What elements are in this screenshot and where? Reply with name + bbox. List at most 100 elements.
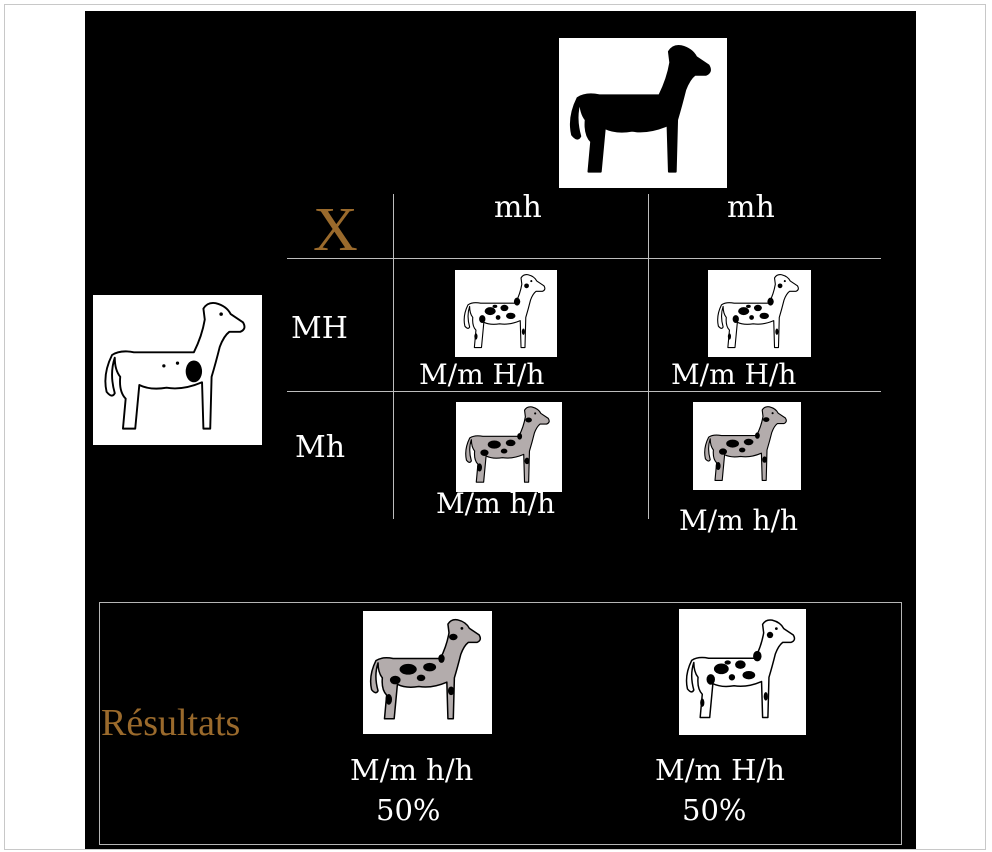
dog-patch [762, 456, 767, 463]
dog-patch [732, 315, 739, 323]
dog-patch [749, 315, 754, 320]
cell-3-card [456, 402, 562, 492]
dog-patch [506, 312, 516, 320]
result-2-card [679, 609, 806, 735]
dog-patch [480, 449, 489, 456]
dog-body [569, 45, 711, 173]
dog-patch [763, 692, 768, 701]
cell-2-card [708, 270, 811, 357]
harlequin-dog-icon [685, 619, 796, 719]
result-2-percent: 50% [682, 793, 747, 827]
dog-patch [753, 650, 762, 662]
dog-patch [525, 417, 532, 423]
grid-line-vertical-2 [648, 194, 649, 519]
result-1-percent: 50% [376, 793, 441, 827]
cross-symbol: X [313, 196, 358, 264]
dog-patch [524, 283, 529, 289]
dog-patch [438, 654, 445, 663]
dog-patch [724, 660, 731, 665]
dog-eye [460, 627, 464, 630]
dog-patch [492, 304, 498, 308]
dog-patch [449, 633, 458, 641]
dog-patch [513, 297, 521, 306]
harlequin-dog-icon [104, 302, 246, 430]
dog-patch [385, 694, 393, 705]
dog-patch [715, 462, 721, 470]
dog-patch [746, 304, 751, 308]
dog-patch [753, 304, 762, 312]
dog-patch [495, 315, 501, 320]
results-box [99, 602, 902, 845]
merle-dog-icon [369, 618, 482, 720]
dog-patch [777, 283, 783, 289]
column-header-2: mh [727, 190, 775, 225]
cell-2-genotype: M/m H/h [671, 358, 797, 391]
dog-eye [534, 412, 537, 415]
row-header-2: Mh [295, 430, 346, 465]
dog-patch [735, 660, 746, 669]
dog-patch [742, 670, 756, 680]
dog-patch [767, 297, 774, 306]
dog-patch [487, 440, 501, 449]
dog-patch [524, 457, 530, 465]
dog-patch [500, 448, 508, 454]
harlequin-dog-icon [463, 274, 546, 349]
dog-patch [743, 438, 754, 446]
cell-4-genotype: M/m h/h [679, 504, 799, 537]
cell-1-genotype: M/m H/h [419, 358, 545, 391]
cell-1-card [455, 270, 557, 357]
dog-patch [416, 674, 426, 682]
dog-patch [474, 333, 478, 340]
dog-patch [766, 631, 774, 639]
dog-eye [783, 280, 786, 283]
results-label: Résultats [101, 702, 241, 744]
result-2-genotype: M/m H/h [655, 753, 785, 787]
punnett-slide: X mh mh MH Mh M/m H/h M/m H/h M/m h/h M/… [85, 11, 916, 849]
dog-patch [175, 361, 180, 365]
dog-patch [479, 315, 486, 323]
grid-line-horizontal-1 [287, 258, 881, 259]
harlequin-dog-icon [717, 274, 799, 349]
dog-patch [727, 333, 732, 340]
dog-patch [739, 447, 746, 453]
dog-patch [517, 433, 523, 440]
dog-patch [399, 663, 417, 675]
dog-patch [713, 663, 729, 675]
dog-patch [505, 439, 516, 447]
cell-3-genotype: M/m h/h [436, 487, 556, 520]
image-frame [4, 4, 986, 850]
dog-patch [763, 417, 770, 422]
dog-patch [706, 674, 715, 685]
column-header-1: mh [494, 190, 542, 225]
dog-patch [500, 304, 509, 312]
dog-patch [738, 307, 750, 316]
dog-patch [728, 674, 736, 681]
dog-patch [162, 364, 166, 368]
grid-line-horizontal-2 [287, 391, 881, 392]
dog-patch [447, 686, 455, 696]
merle-dog-icon [704, 406, 787, 481]
parent-left-card [93, 295, 262, 445]
dog-patch [755, 432, 760, 439]
dog-patch [775, 328, 779, 335]
dog-patch [185, 360, 203, 383]
dog-patch [700, 698, 705, 707]
dog-patch [521, 328, 525, 335]
dog-patch [477, 463, 482, 472]
cell-4-card [693, 402, 801, 490]
dog-patch [389, 675, 401, 685]
dog-patch [423, 662, 437, 672]
dog-eye [530, 280, 533, 283]
parent-top-card [559, 38, 727, 188]
dog-patch [484, 307, 496, 316]
result-1-card [363, 611, 492, 734]
result-1-genotype: M/m h/h [350, 753, 474, 787]
row-header-1: MH [291, 311, 348, 346]
black-dog-icon [569, 45, 711, 173]
dog-eye [219, 312, 223, 316]
dog-patch [726, 439, 739, 448]
grid-line-vertical-1 [393, 194, 394, 519]
dog-eye [771, 412, 774, 415]
dog-patch [719, 448, 727, 455]
dog-eye [774, 627, 778, 630]
